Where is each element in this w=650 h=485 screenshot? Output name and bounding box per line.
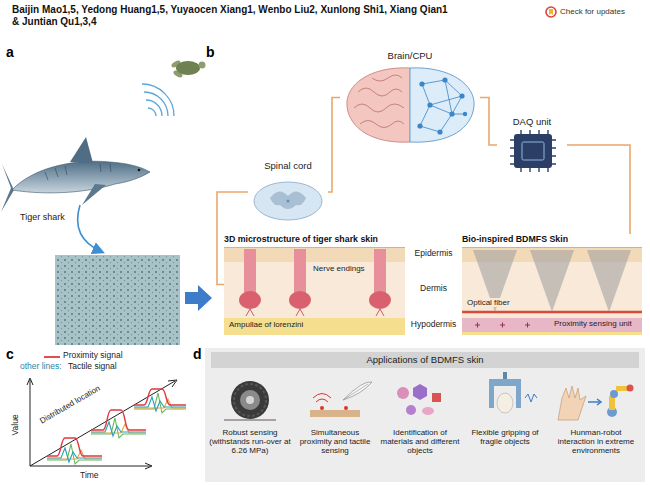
layer-label: Hypodermis	[405, 320, 462, 330]
flow-arrow	[185, 285, 212, 311]
signal-wire	[567, 145, 630, 234]
application-caption: Identification of materials and differen…	[379, 428, 461, 456]
species-label: Tiger shark	[20, 212, 65, 222]
brain-cpu-icon	[347, 68, 474, 142]
legend-line-sample	[44, 353, 60, 361]
skin-photo	[55, 255, 180, 345]
axis-label: Time	[80, 471, 99, 481]
applications-ground	[205, 348, 645, 482]
objects-icon	[397, 384, 441, 415]
author-list: Baijin Mao1,5, Yedong Huang1,5, Yuyaocen…	[12, 4, 457, 27]
signal-wire	[328, 98, 340, 193]
panel-letter: d	[193, 346, 202, 362]
tiger-shark	[1, 137, 150, 212]
application-caption: Simultaneous proximity and tactile sensi…	[294, 428, 376, 456]
part-label: Nerve endings	[312, 264, 366, 273]
daq-unit-node: DAQ unit	[497, 116, 567, 174]
signal-plot	[27, 378, 186, 469]
layer-label: Dermis	[405, 284, 462, 294]
bdmfs-skin-section	[462, 247, 642, 335]
turtle	[170, 59, 205, 78]
part-label: Optical fiber	[466, 298, 511, 307]
tire-icon	[224, 381, 276, 420]
panel-heading: Bio-inspired BDMFS Skin	[462, 234, 642, 245]
spinal-cord-icon	[254, 182, 322, 220]
part-label: Ampullae of lorenzini	[228, 320, 304, 329]
application-caption: Robust sensing (withstands run-over at 6…	[209, 428, 291, 456]
legend-note: other lines:	[20, 362, 62, 372]
applications-panel: Applications of BDMFS skin	[205, 348, 645, 482]
pointer-arrow	[78, 205, 102, 252]
update-icon	[546, 7, 556, 17]
legend-text: Proximity signal	[63, 351, 123, 361]
panel-heading: 3D microstructure of tiger shark skin	[224, 234, 405, 245]
signal-wire	[480, 98, 497, 146]
signal-waves	[142, 84, 174, 116]
panel-letter: a	[6, 44, 14, 60]
axis-label: Distributed location	[38, 384, 102, 426]
update-notice: Check for updates	[560, 7, 625, 16]
panel-heading: Applications of BDMFS skin	[211, 352, 639, 368]
panel-letter: b	[206, 44, 215, 60]
part-label: Proximity sensing unit	[553, 319, 633, 328]
panel-letter: c	[6, 346, 14, 362]
brain-cpu-node: Brain/CPU	[340, 50, 480, 145]
node-label: Brain/CPU	[340, 50, 480, 62]
daq-chip-icon	[510, 130, 556, 172]
layer-label: Epidermis	[405, 249, 462, 259]
shark-skin-section	[224, 247, 405, 335]
node-label: DAQ unit	[497, 116, 567, 128]
spinal-cord-node: Spinal cord	[248, 160, 328, 224]
legend-text: Tactile signal	[68, 362, 117, 372]
application-caption: Flexible gripping of fragile objects	[464, 428, 546, 446]
application-caption: Hunman-robot interaction in extreme envi…	[553, 428, 639, 456]
human-robot-icon	[558, 385, 634, 421]
gripper-icon	[489, 372, 537, 413]
node-label: Spinal cord	[248, 160, 328, 172]
proximity-tactile-icon	[310, 382, 372, 417]
axis-label: Value	[11, 414, 21, 435]
